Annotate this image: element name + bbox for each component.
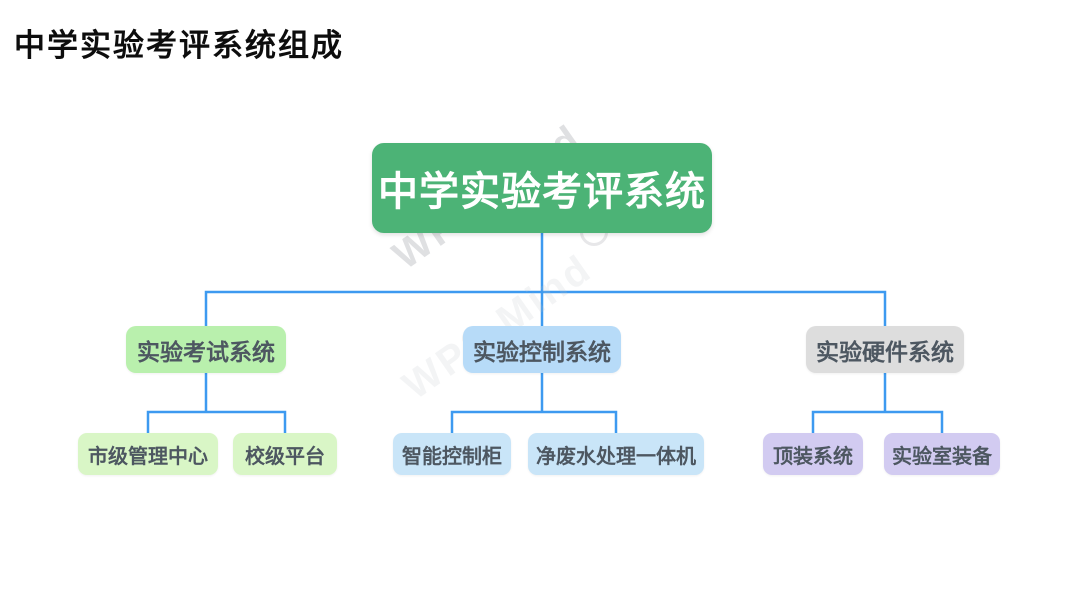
connector-branch-exam — [146, 371, 287, 435]
node-wastewater-treatment-machine: 净废水处理一体机 — [528, 433, 704, 475]
connector-group — [146, 231, 944, 435]
connector-branch-hardware — [811, 371, 944, 435]
connector-branch-control — [450, 371, 618, 435]
node-school-platform: 校级平台 — [233, 433, 337, 475]
node-top-mounted-system: 顶装系统 — [763, 433, 863, 475]
node-city-management-center: 市级管理中心 — [78, 433, 218, 475]
node-smart-control-cabinet: 智能控制柜 — [393, 433, 511, 475]
node-laboratory-equipment: 实验室装备 — [884, 433, 1000, 475]
node-control-system: 实验控制系统 — [463, 326, 621, 373]
node-hardware-system: 实验硬件系统 — [806, 326, 964, 373]
node-exam-system: 实验考试系统 — [126, 326, 286, 373]
node-root: 中学实验考评系统 — [372, 143, 712, 233]
connector-root-trunk — [204, 231, 887, 328]
page-title: 中学实验考评系统组成 — [14, 28, 344, 63]
